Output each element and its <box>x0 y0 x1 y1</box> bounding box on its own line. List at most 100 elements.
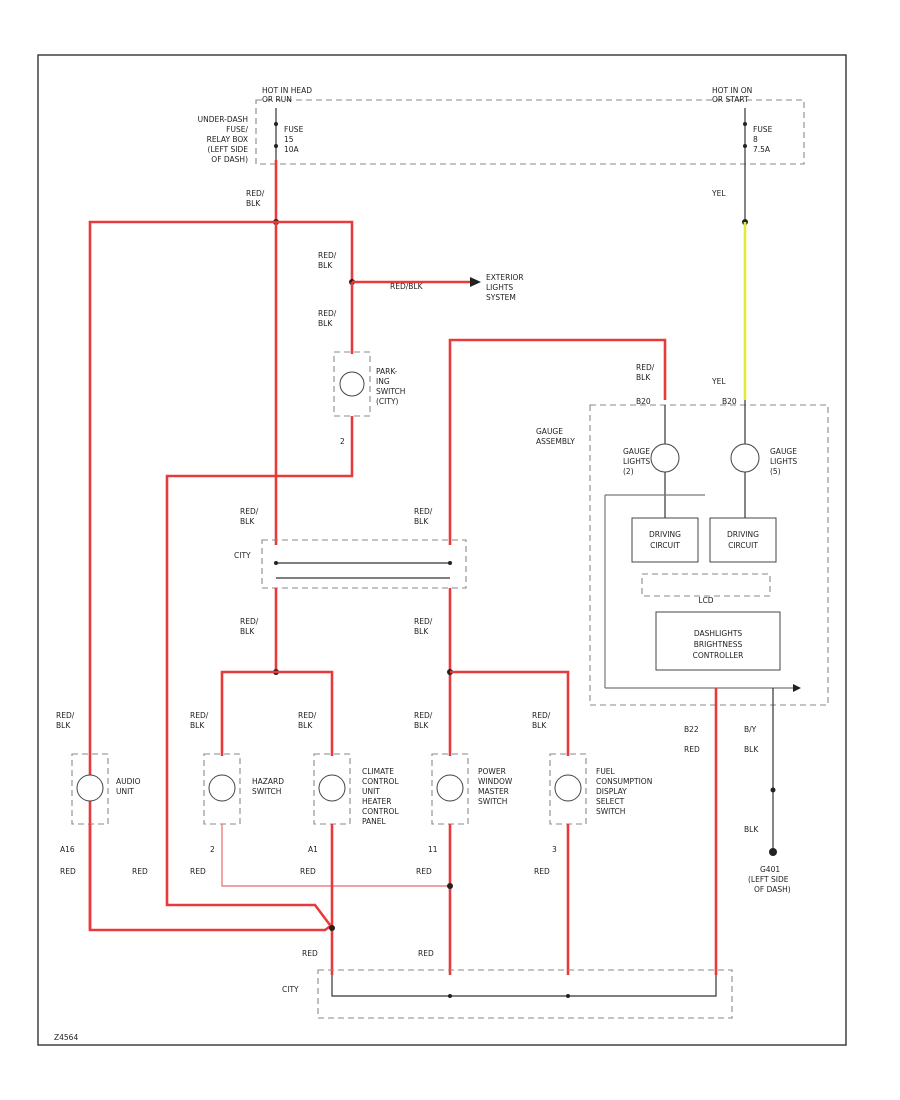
lower-splice-label: RED <box>302 949 318 958</box>
climate-control-label-4: HEATER <box>362 797 391 806</box>
right-branch-label-1: RED/ <box>414 617 433 626</box>
fuel-wire-label-1: RED/ <box>532 711 551 720</box>
gauge-lights-right-label-2: LIGHTS <box>770 457 797 466</box>
climate-control-label-2: CONTROL <box>362 777 399 786</box>
power-window-icon <box>436 774 464 802</box>
fuel-display-label-1: FUEL <box>596 767 616 776</box>
wire-parking-output <box>165 416 354 926</box>
lcd-box <box>641 573 771 597</box>
audio-pin: A16 <box>60 845 75 854</box>
city-left-wire-label-2: BLK <box>240 517 255 526</box>
feed-wire-label-2: BLK <box>246 199 261 208</box>
ground-splice <box>770 787 776 793</box>
lcd-label: LCD <box>698 596 713 605</box>
bottom-bus-node-2 <box>566 994 570 998</box>
parking-switch-label-3: SWITCH <box>376 387 405 396</box>
ground-wire-pin: B/Y <box>744 725 757 734</box>
climate-control-label-6: PANEL <box>362 817 387 826</box>
hot-left-label-2: OR RUN <box>262 95 292 104</box>
hazard-switch-label-1: HAZARD <box>252 777 284 786</box>
city-right-wire-label-1: RED/ <box>414 507 433 516</box>
climate-wire-label-1: RED/ <box>298 711 317 720</box>
climate-control-label-1: CLIMATE <box>362 767 394 776</box>
fuel-pin: 3 <box>552 845 557 854</box>
gauge-red-pin: B22 <box>684 725 699 734</box>
fuse-8-terminal-top <box>743 122 747 126</box>
climate-output-label: RED <box>300 867 316 876</box>
exterior-branch-wire-label-1: RED/ <box>318 251 337 260</box>
gauge-lights-right-icon <box>730 443 760 473</box>
wire-audio-output <box>88 824 333 932</box>
gauge-lights-left-label-2: LIGHTS <box>623 457 650 466</box>
parking-switch-icon <box>339 371 365 397</box>
bottom-bus-node-1 <box>448 994 452 998</box>
parking-switch-label-4: (CITY) <box>376 397 399 406</box>
audio-unit-label-1: AUDIO <box>116 777 141 786</box>
hot-right-label-1: HOT IN ON <box>712 86 752 95</box>
fuse-8-label-3: 7.5A <box>753 145 771 154</box>
climate-control-label-5: CONTROL <box>362 807 399 816</box>
brightness-controller-label-3: CONTROLLER <box>693 651 744 660</box>
city-junction-node-2 <box>448 561 452 565</box>
fuse-15-terminal-bottom <box>274 144 278 148</box>
power-window-label-3: MASTER <box>478 787 509 796</box>
gauge-lights-right-label-1: GAUGE <box>770 447 797 456</box>
fuel-wire-label-2: BLK <box>532 721 547 730</box>
wire-top-bus <box>88 220 354 930</box>
wire-hazard-output <box>221 824 450 887</box>
fuel-display-label-4: SELECT <box>596 797 625 806</box>
hazard-switch-label-2: SWITCH <box>252 787 281 796</box>
gauge-lights-left-icon <box>650 443 680 473</box>
wire-right-split <box>450 670 570 756</box>
power-output-splice <box>447 883 453 889</box>
hazard-output-label: RED <box>190 867 206 876</box>
ground-wire-label-1: BLK <box>744 745 759 754</box>
gauge-lights-right-label-3: (5) <box>770 467 781 476</box>
hot-right-label-2: OR START <box>712 95 749 104</box>
hot-left-label-1: HOT IN HEAD <box>262 86 312 95</box>
brightness-controller <box>655 611 781 671</box>
power-output-label: RED <box>416 867 432 876</box>
brightness-controller-label-1: DASHLIGHTS <box>694 629 743 638</box>
gauge-assembly-box <box>589 404 829 706</box>
fuel-output-label: RED <box>534 867 550 876</box>
audio-unit-label-2: UNIT <box>116 787 134 796</box>
exterior-arrow-icon <box>470 277 481 287</box>
parking-output-label: RED <box>132 867 148 876</box>
city-junction <box>261 539 467 589</box>
fuse-15-label-3: 10A <box>284 145 300 154</box>
audio-wire-label-2: BLK <box>56 721 71 730</box>
exterior-label-3: SYSTEM <box>486 293 516 302</box>
fuse-15-label-1: FUSE <box>284 125 304 134</box>
fuse-8-label-1: FUSE <box>753 125 773 134</box>
fuse-relay-box <box>255 99 805 165</box>
climate-pin: A1 <box>308 845 318 854</box>
wire-gauge-left-feed <box>448 338 667 545</box>
driving-circuit-left-label-1: DRIVING <box>649 530 681 539</box>
gauge-right-pin: B20 <box>722 397 737 406</box>
fuse-box-location-1: UNDER-DASH <box>198 115 248 124</box>
gauge-left-wire-label-2: BLK <box>636 373 651 382</box>
parking-wire-label-2: BLK <box>318 319 333 328</box>
climate-control-label-3: UNIT <box>362 787 380 796</box>
driving-circuit-right <box>709 517 777 563</box>
exterior-wire-label: RED/BLK <box>390 282 424 291</box>
gauge-lights-left-label-1: GAUGE <box>623 447 650 456</box>
controller-arrow-icon <box>793 684 801 692</box>
ground-wire-label-2: BLK <box>744 825 759 834</box>
fuse-box-location-3: RELAY BOX <box>207 135 248 144</box>
hazard-wire-label-1: RED/ <box>190 711 209 720</box>
ground-icon <box>769 848 777 856</box>
fuse-15-label-2: 15 <box>284 135 294 144</box>
ground-label-3: OF DASH) <box>754 885 791 894</box>
hazard-pin: 2 <box>210 845 215 854</box>
parking-switch-label-2: ING <box>376 377 390 386</box>
parking-switch-label-1: PARK- <box>376 367 398 376</box>
wire-left-split <box>220 670 334 756</box>
bottom-bus <box>331 975 717 997</box>
power-window-label-1: POWER <box>478 767 506 776</box>
city-left-wire-label-1: RED/ <box>240 507 259 516</box>
yellow-wire-label-bottom: YEL <box>711 377 726 386</box>
fuse-box-location-4: (LEFT SIDE <box>208 145 249 154</box>
